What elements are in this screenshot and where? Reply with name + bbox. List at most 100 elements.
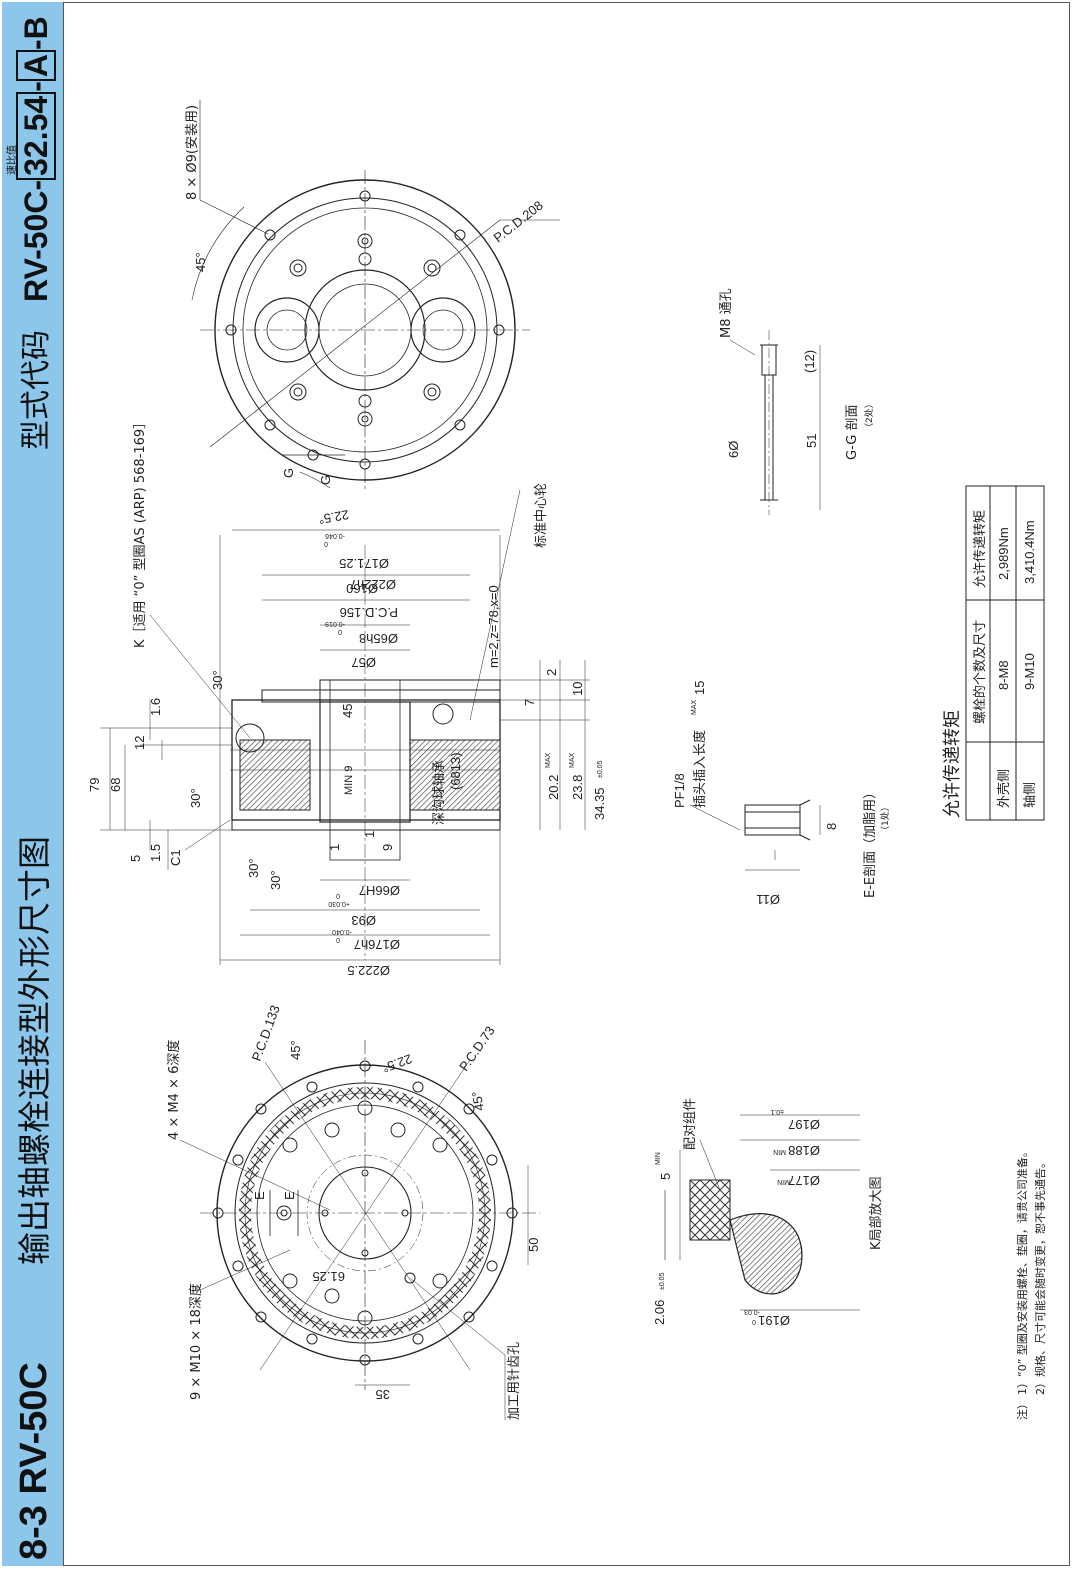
d188-label: Ø188 <box>788 1143 820 1158</box>
section-gg-labels: M8 通孔 (12) 51 6Ø G-G 剖面 （2处） <box>719 288 875 460</box>
dim79-label: 79 <box>87 778 102 792</box>
notes-label: 注） <box>1015 1398 1029 1420</box>
d160-label: Ø160 <box>346 581 378 596</box>
dim1-a: 1 <box>327 844 342 851</box>
angle-30-d: 30° <box>268 870 283 890</box>
e-mark-1: E <box>252 1191 267 1200</box>
g-mark-2: G <box>318 475 333 485</box>
d176-tol-top: 0 <box>336 936 340 943</box>
gear-spec: m=2,z=78,x=0 <box>486 585 501 668</box>
d191-label: Ø191 <box>758 1313 790 1328</box>
torque-title: 允许传递转矩 <box>942 710 963 818</box>
angle-45-b: 45° <box>469 1090 487 1112</box>
notes: 注） 1）“0” 型圈及安装用螺栓、垫圈，请贵公司准备。 2）规格、尺寸可能会随… <box>1015 1146 1047 1420</box>
dim68-label: 68 <box>108 778 123 792</box>
dim1-6-label: 1.6 <box>148 698 163 716</box>
angle-30-a: 30° <box>210 670 225 690</box>
dim5-label: 5 <box>128 855 143 862</box>
torque-col-bolts: 螺栓的个数及尺寸 <box>972 620 988 724</box>
pcd156-label: P.C.D.156 <box>340 605 398 620</box>
mating-label: 配对组件 <box>683 1098 698 1150</box>
ee-pf: PF1/8 <box>672 773 687 808</box>
g-mark-1: G <box>281 468 296 478</box>
gg-caption: G-G 剖面 <box>845 405 860 460</box>
dim2-label: 2 <box>544 669 559 676</box>
side-section <box>100 489 590 965</box>
dim34-35-label: 34.35 <box>592 787 607 820</box>
pcd73-label: P.C.D.73 <box>456 1023 498 1073</box>
model-suffix: -B <box>18 16 54 51</box>
model-code: RV-50C-32.54-A-B <box>14 16 58 302</box>
e-mark-2: E <box>282 1191 297 1200</box>
section-ee-labels: PF1/8 插头插入长度 MAX 15 8 Ø11 E-E剖面（加脂用） （1处… <box>672 681 891 907</box>
center-wheel-label: 标准中心轮 <box>534 483 549 548</box>
ee-note-val: 15 <box>692 681 707 695</box>
k-five-sup: MIN <box>655 1152 662 1165</box>
d66-tol-bot: 0 <box>336 892 340 899</box>
pcd133-label: P.C.D.133 <box>249 1003 283 1063</box>
d2-06-tol: ±0.05 <box>659 1272 666 1290</box>
d2-06-label: 2.06 <box>652 1300 667 1325</box>
dim20-2-sup: MAX <box>545 753 552 769</box>
k-five: 5 <box>658 1173 673 1180</box>
section-code: 8-3 RV-50C <box>13 1362 55 1560</box>
d171-label: Ø171.25 <box>339 556 389 571</box>
d93-label: Ø93 <box>351 913 376 928</box>
torque-table: 允许传递转矩 螺栓的个数及尺寸 允许传递转矩 外壳侧 8-M8 2,989Nm … <box>942 485 1045 821</box>
section-ee <box>689 799 821 871</box>
dim34-35-tol: ±0.05 <box>597 760 604 778</box>
torque-row2-torque: 3,410.4Nm <box>1022 520 1037 584</box>
note-2: 2）规格、尺寸可能会随时变更，恕不事先通告。 <box>1033 1157 1047 1395</box>
dim23-8-label: 23.8 <box>570 775 585 800</box>
d177-sup: MIN <box>777 1178 790 1185</box>
ee-note-sup: MAX <box>691 700 698 716</box>
d197-label: Ø197 <box>788 1117 820 1132</box>
title-sidebar <box>2 2 64 1566</box>
d222-tol-bot: -0.046 <box>325 532 345 539</box>
d65-tol-top: 0 <box>338 628 342 635</box>
d191-tol-top: 0 <box>752 1318 756 1325</box>
ee-caption: E-E剖面（加脂用） <box>863 786 878 898</box>
d191-tol-bot: -0.03 <box>744 1308 760 1315</box>
pin-label: 加工用针齿孔 <box>507 1342 522 1420</box>
dim61-label: 61.25 <box>312 1269 345 1284</box>
top-view <box>191 100 560 490</box>
dim23-8-sup: MAX <box>569 753 576 769</box>
gg-dim51: 51 <box>804 434 819 448</box>
dim50-label: 50 <box>526 1238 541 1252</box>
bearing-label: 深沟球轴承 <box>432 760 447 825</box>
dim35-label: 35 <box>376 1387 390 1402</box>
model-sep: - <box>18 81 54 92</box>
angle-45-a: 45° <box>288 1040 303 1060</box>
d176-tol-bot: -0.040 <box>332 928 352 935</box>
d222-5-label: Ø222.5 <box>347 963 390 978</box>
torque-row2-bolts: 9-M10 <box>1022 653 1037 690</box>
holes-label: 8 × Ø9(安装用) <box>185 105 200 200</box>
ee-caption-sub: （1处） <box>879 802 891 835</box>
d177-label: Ø177 <box>788 1173 820 1188</box>
d65-label: Ø65h8 <box>359 631 398 646</box>
k-note: K［适用 “0” 型圈AS (ARP) 568-169］ <box>133 416 148 648</box>
model-prefix: RV-50C- <box>18 179 54 302</box>
pcd208-label: P.C.D.208 <box>491 198 546 246</box>
bottom-view <box>179 1040 540 1420</box>
page-title: 输出轴螺栓连接型外形尺寸图 <box>15 836 54 1265</box>
section-gg <box>729 330 821 515</box>
detail-k-labels: 配对组件 5 MIN Ø197 ±0.1 Ø188 MIN Ø177 MIN Ø… <box>652 1098 884 1328</box>
dim20-2-label: 20.2 <box>546 775 561 800</box>
gg-dim12: (12) <box>802 350 817 373</box>
ratio-label: 速比值 <box>7 145 18 175</box>
bearing-code: (6813) <box>448 752 463 790</box>
ratio-box: 32.54 <box>16 91 56 180</box>
d222h7-label: Ø222h7 <box>350 577 396 592</box>
torque-row2-name: 轴侧 <box>1023 782 1038 808</box>
note-1: 1）“0” 型圈及安装用螺栓、垫圈，请贵公司准备。 <box>1015 1146 1029 1395</box>
k-caption: K局部放大图 <box>869 1176 884 1250</box>
m4-label: 4 × M4 × 6深度 <box>166 1040 182 1140</box>
m10-label: 9 × M10 × 18深度 <box>188 1283 204 1400</box>
ee-d11: Ø11 <box>756 892 780 907</box>
torque-row1-torque: 2,989Nm <box>996 527 1011 580</box>
top-view-labels: 8 × Ø9(安装用) P.C.D.208 45° 22.5° G G <box>185 105 546 527</box>
dim7-label: 7 <box>522 699 537 706</box>
ee-dim8: 8 <box>824 823 839 830</box>
